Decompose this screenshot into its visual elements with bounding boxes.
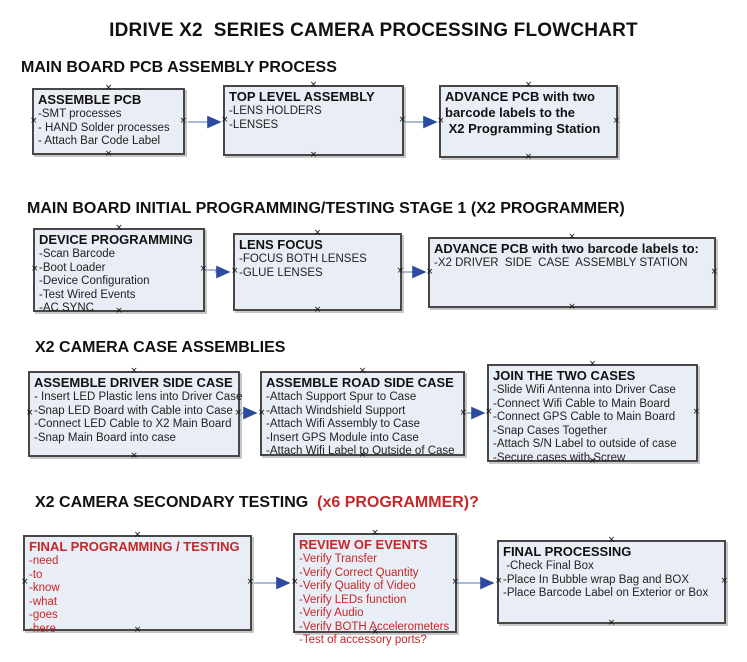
box-title-line: X2 Programming Station xyxy=(445,121,601,136)
box-item: -Boot Loader xyxy=(39,261,106,274)
box-title: ASSEMBLE PCB xyxy=(38,92,142,107)
box-item: -Attach S/N Label to outside of case xyxy=(493,438,677,450)
box-title: REVIEW OF EVENTS xyxy=(299,537,428,552)
box-item: -Snap Main Board into case xyxy=(34,431,176,444)
box-item: -need xyxy=(29,555,59,567)
box-assemble-driver-side-case: ASSEMBLE DRIVER SIDE CASE - Insert LED P… xyxy=(26,367,242,461)
box-item: -Slide Wifi Antenna into Driver Case xyxy=(493,384,676,396)
box-item: -Secure cases with Screw xyxy=(493,451,626,464)
box-title: ADVANCE PCB with two barcode labels to: xyxy=(434,241,699,256)
box-assemble-pcb: ASSEMBLE PCB -SMT processes - HAND Solde… xyxy=(30,84,187,159)
section-heading-pcb-assembly: MAIN BOARD PCB ASSEMBLY PROCESS xyxy=(21,59,337,76)
box-title: ASSEMBLE DRIVER SIDE CASE xyxy=(34,375,233,390)
box-advance-pcb-driver-side: ADVANCE PCB with two barcode labels to: … xyxy=(426,233,718,312)
box-top-level-assembly: TOP LEVEL ASSEMBLY -LENS HOLDERS -LENSES… xyxy=(221,81,406,160)
box-final-processing: FINAL PROCESSING -Check Final Box -Place… xyxy=(495,536,728,628)
box-item: -Snap LED Board with Cable into Case xyxy=(34,404,233,417)
box-item: -Verify Transfer xyxy=(299,553,377,565)
box-item: - Attach Bar Code Label xyxy=(38,135,161,147)
box-item: -Place Barcode Label on Exterior or Box xyxy=(503,587,709,599)
section-heading-secondary-testing-black: X2 CAMERA SECONDARY TESTING xyxy=(35,494,313,511)
section-heading-case-assemblies: X2 CAMERA CASE ASSEMBLIES xyxy=(35,339,286,356)
box-item: -Verify BOTH Accelerometers xyxy=(299,620,450,633)
box-lens-focus: LENS FOCUS -FOCUS BOTH LENSES -GLUE LENS… xyxy=(231,229,404,315)
box-item: -Connect LED Cable to X2 Main Board xyxy=(34,418,232,430)
box-item: - HAND Solder processes xyxy=(38,121,170,134)
page-title: IDRIVE X2 SERIES CAMERA PROCESSING FLOWC… xyxy=(109,20,638,41)
box-item: -Verify LEDs function xyxy=(299,593,407,606)
box-title: LENS FOCUS xyxy=(239,237,323,252)
box-item: -X2 DRIVER SIDE CASE ASSEMBLY STATION xyxy=(434,257,688,269)
box-item: -Insert GPS Module into Case xyxy=(266,431,419,444)
arrow-device-programming-to-lens-focus xyxy=(206,265,231,279)
section-heading-secondary-testing-red: (x6 PROGRAMMER)? xyxy=(312,494,479,511)
box-title-line: barcode labels to the xyxy=(445,105,576,120)
box-item: -SMT processes xyxy=(38,108,122,120)
box-title: FINAL PROGRAMMING / TESTING xyxy=(29,539,240,554)
box-item: -AC SYNC xyxy=(39,302,94,314)
box-item: -FOCUS BOTH LENSES xyxy=(239,253,367,265)
section-heading-initial-programming: MAIN BOARD INITIAL PROGRAMMING/TESTING S… xyxy=(27,200,625,217)
box-item: -Attach Wifi Label to Outside of Case xyxy=(266,445,455,457)
box-advance-pcb-programming-station: ADVANCE PCB with two barcode labels to t… xyxy=(437,81,620,162)
box-item: -LENSES xyxy=(229,118,279,131)
box-item: -Snap Cases Together xyxy=(493,424,608,437)
box-item: -Verify Audio xyxy=(299,607,364,619)
box-final-programming-testing: FINAL PROGRAMMING / TESTING -need -to -k… xyxy=(21,531,254,635)
box-item: -goes xyxy=(29,609,58,621)
box-item: -what xyxy=(29,595,58,608)
box-item: -to xyxy=(29,568,43,581)
box-item: -LENS HOLDERS xyxy=(229,105,322,117)
box-item: -Attach Support Spur to Case xyxy=(266,391,417,403)
box-title: ASSEMBLE ROAD SIDE CASE xyxy=(266,375,454,390)
box-item: -Verify Quality of Video xyxy=(299,580,416,592)
box-title: JOIN THE TWO CASES xyxy=(493,368,636,383)
box-item: -Test Wired Events xyxy=(39,288,136,301)
box-item: -Place In Bubble wrap Bag and BOX xyxy=(503,573,690,586)
box-item: -Connect GPS Cable to Main Board xyxy=(493,411,676,423)
box-item: -here xyxy=(29,622,56,635)
box-item: -GLUE LENSES xyxy=(239,266,323,279)
box-title: TOP LEVEL ASSEMBLY xyxy=(229,89,375,104)
box-item: -Connect Wifi Cable to Main Board xyxy=(493,397,671,410)
section-heading-secondary-testing: X2 CAMERA SECONDARY TESTING (x6 PROGRAMM… xyxy=(35,494,479,512)
box-join-the-two-cases: JOIN THE TWO CASES -Slide Wifi Antenna i… xyxy=(485,360,700,466)
box-item: -Attach Windshield Support xyxy=(266,404,406,417)
box-assemble-road-side-case: ASSEMBLE ROAD SIDE CASE -Attach Support … xyxy=(258,367,467,460)
box-item: -Check Final Box xyxy=(503,560,594,572)
box-item: -Verify Correct Quantity xyxy=(299,566,419,579)
box-title: DEVICE PROGRAMMING xyxy=(39,232,193,247)
box-item: -know xyxy=(29,582,60,594)
box-title: FINAL PROCESSING xyxy=(503,544,632,559)
box-item: -Device Configuration xyxy=(39,275,150,287)
box-device-programming: DEVICE PROGRAMMING -Scan Barcode -Boot L… xyxy=(31,224,207,316)
box-title: ADVANCE PCB with two xyxy=(445,89,595,104)
box-item: -Test of accessory ports? xyxy=(299,634,427,646)
box-item: -Attach Wifi Assembly to Case xyxy=(266,418,421,430)
box-item: -Scan Barcode xyxy=(39,248,116,260)
